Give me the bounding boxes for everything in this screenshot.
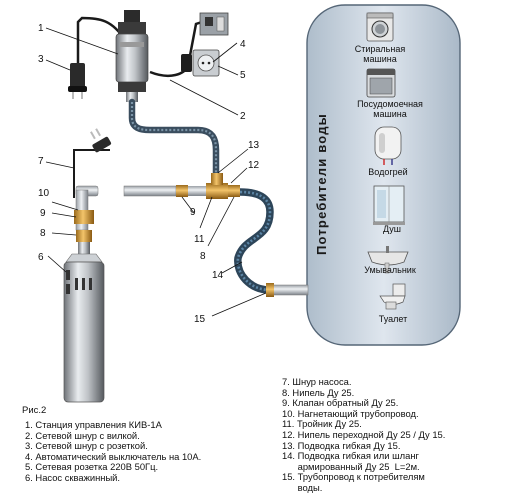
legend-item: 10. Нагнетающий трубопровод.	[282, 407, 419, 419]
washing-machine-icon	[366, 12, 394, 42]
water-heater-icon	[374, 126, 402, 165]
consumer-label-dishwasher-2: машина	[373, 109, 406, 119]
legend-item: 3. Сетевой шнур с розеткой.	[25, 440, 148, 452]
pump-cord-plug-icon	[90, 128, 112, 153]
legend-item: 9. Клапан обратный Ду 25.	[282, 397, 399, 409]
consumer-label-water-heater: Водогрей	[368, 167, 407, 177]
legend-left: 1. Станция управления КИВ-1А 2. Сетевой …	[25, 419, 202, 484]
borehole-pump	[63, 253, 105, 403]
legend-item: 8. Нипель Ду 25.	[282, 386, 355, 398]
legend-item: 14. Подводка гибкая или шланг	[282, 450, 419, 462]
legend-item: 6. Насос скважинный.	[25, 471, 121, 483]
tee-assembly	[176, 173, 240, 199]
callout-7: 7	[38, 156, 44, 167]
consumer-label-washbasin: Умывальник	[364, 265, 416, 275]
callout-9: 9	[40, 208, 46, 219]
consumer-label-washing-machine-2: машина	[363, 54, 396, 64]
callout-9-tee: 9	[190, 207, 196, 218]
legend-item: 4. Автоматический выключатель на 10А.	[25, 450, 202, 462]
callout-leaders	[45, 27, 267, 317]
shower-icon	[373, 185, 405, 225]
check-valve-left	[74, 210, 94, 224]
legend-item: воды.	[282, 481, 323, 493]
callout-8: 8	[40, 228, 46, 239]
flexible-hose-13	[128, 98, 220, 179]
breaker-icon	[199, 12, 229, 36]
legend-item: 13. Подводка гибкая Ду 15.	[282, 439, 401, 451]
legend-right: 7. Шнур насоса. 8. Нипель Ду 25. 9. Клап…	[282, 376, 446, 494]
callout-13: 13	[248, 140, 260, 151]
legend-item: 5. Сетевая розетка 220В 50Гц.	[25, 461, 159, 473]
callout-2: 2	[240, 111, 246, 122]
consumer-label-washing-machine-1: Стиральная	[355, 44, 406, 54]
nipple-left	[76, 230, 92, 242]
callout-14: 14	[212, 270, 224, 281]
legend-item: 12. Нипель переходной Ду 25 / Ду 15.	[282, 428, 446, 440]
callout-3: 3	[38, 54, 44, 65]
legend-item: 7. Шнур насоса.	[282, 376, 352, 387]
pipe-to-consumers	[269, 284, 309, 296]
legend-item: армированный Ду 25 L=2м.	[282, 460, 420, 472]
control-station-kiv	[115, 10, 149, 102]
consumer-label-dishwasher-1: Посудомоечная	[357, 99, 423, 109]
toilet-icon	[379, 283, 406, 310]
callout-6: 6	[38, 252, 44, 263]
water-supply-diagram: Потребители воды Стиральная машина Посуд…	[38, 4, 461, 403]
legend-item: 11. Тройник Ду 25.	[282, 418, 362, 430]
callout-5: 5	[240, 70, 246, 81]
consumers-panel	[306, 4, 461, 346]
callout-12: 12	[248, 160, 260, 171]
consumer-label-shower: Душ	[383, 224, 401, 234]
callout-1: 1	[38, 23, 44, 34]
nipple-15	[266, 283, 274, 297]
legend-item: 15. Трубопровод к потребителям	[282, 471, 425, 483]
wall-socket-icon	[192, 49, 220, 77]
consumer-label-toilet: Туалет	[379, 314, 407, 324]
figure-label: Рис.2	[22, 405, 47, 416]
consumers-title: Потребители воды	[314, 113, 329, 255]
dishwasher-icon	[366, 68, 396, 98]
callout-4: 4	[240, 39, 246, 50]
callout-11: 11	[194, 234, 205, 245]
legend-item: 1. Станция управления КИВ-1А	[25, 419, 162, 430]
callout-15: 15	[194, 314, 206, 325]
callout-8-tee: 8	[200, 251, 206, 262]
legend-item: 2. Сетевой шнур с вилкой.	[25, 429, 140, 441]
callout-10: 10	[38, 188, 50, 199]
washbasin-icon	[367, 246, 409, 274]
socket-plug	[181, 54, 192, 72]
plug-icon	[68, 63, 87, 99]
